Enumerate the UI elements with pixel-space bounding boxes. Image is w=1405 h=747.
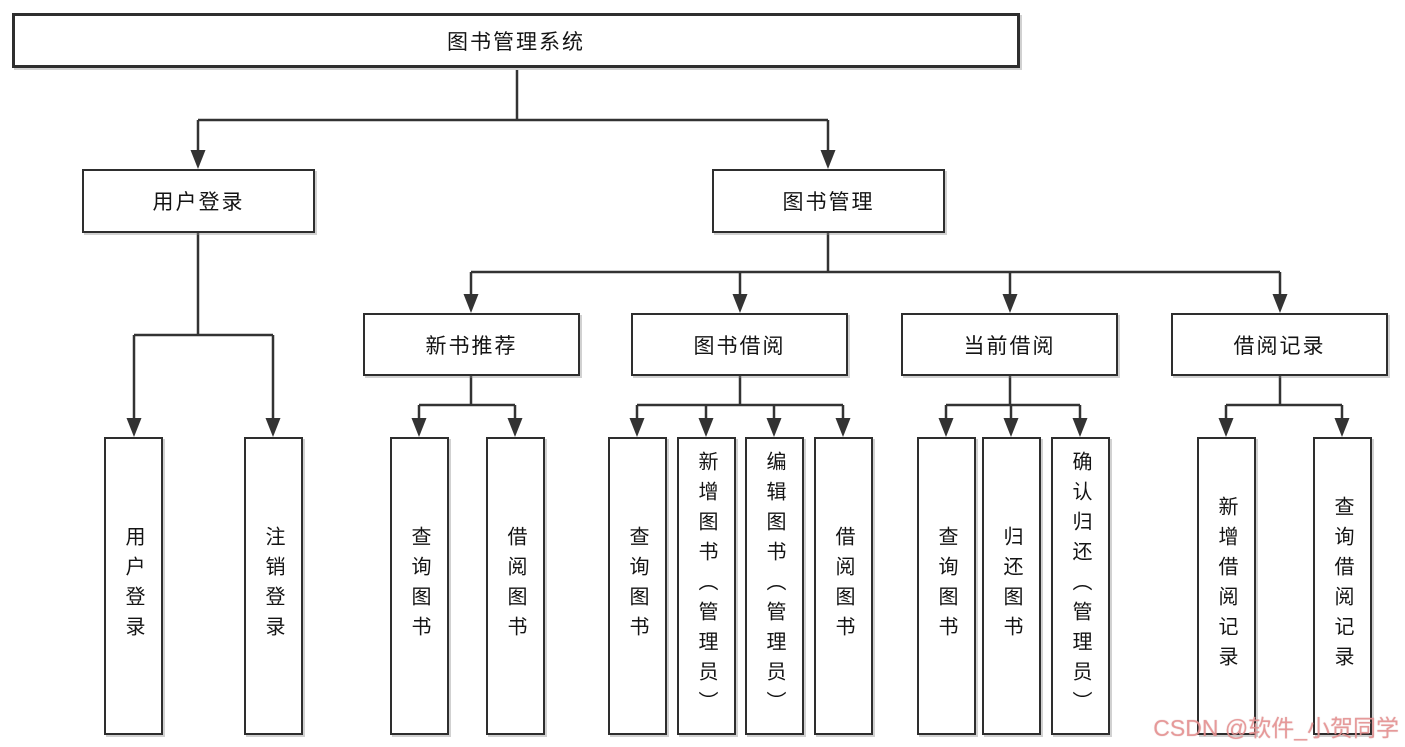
leaf-borrow-query-books: 查询图书 bbox=[608, 437, 667, 735]
node-book-borrow-label: 图书借阅 bbox=[693, 334, 786, 358]
leaf-current-return-books: 归还图书 bbox=[982, 437, 1041, 735]
leaf-recommend-query-books: 查询图书 bbox=[390, 437, 449, 735]
leaf-borrow-borrow-books-label: 借阅图书 bbox=[832, 526, 854, 646]
node-current-borrow-label: 当前借阅 bbox=[963, 334, 1056, 358]
leaf-current-query-books-label: 查询图书 bbox=[935, 526, 957, 646]
leaf-borrow-query-books-label: 查询图书 bbox=[626, 526, 648, 646]
leaf-recommend-borrow-books: 借阅图书 bbox=[486, 437, 545, 735]
arrowheads bbox=[126, 150, 1350, 437]
node-borrow-records: 借阅记录 bbox=[1171, 313, 1388, 376]
node-new-book-recommend-label: 新书推荐 bbox=[425, 334, 518, 358]
leaf-record-add-record-label: 新增借阅记录 bbox=[1215, 496, 1237, 676]
node-user-login: 用户登录 bbox=[82, 169, 315, 233]
leaf-logout-label: 注销登录 bbox=[262, 526, 284, 646]
leaf-user-login-label: 用户登录 bbox=[122, 526, 144, 646]
node-user-login-label: 用户登录 bbox=[152, 191, 245, 214]
node-root-label: 图书管理系统 bbox=[447, 30, 585, 54]
leaf-current-confirm-return-admin-label: 确认归还（管理员） bbox=[1069, 451, 1091, 721]
leaf-borrow-borrow-books: 借阅图书 bbox=[814, 437, 873, 735]
csdn-watermark: CSDN @软件_小贺同学 bbox=[1153, 715, 1399, 741]
node-book-borrow: 图书借阅 bbox=[631, 313, 848, 376]
leaf-current-confirm-return-admin: 确认归还（管理员） bbox=[1051, 437, 1110, 735]
leaf-user-login: 用户登录 bbox=[104, 437, 163, 735]
leaf-record-add-record: 新增借阅记录 bbox=[1197, 437, 1256, 735]
leaf-borrow-add-books-admin: 新增图书（管理员） bbox=[677, 437, 736, 735]
node-book-management: 图书管理 bbox=[712, 169, 945, 233]
leaf-current-query-books: 查询图书 bbox=[917, 437, 976, 735]
leaf-record-query-record-label: 查询借阅记录 bbox=[1331, 496, 1353, 676]
node-borrow-records-label: 借阅记录 bbox=[1233, 334, 1326, 358]
leaf-borrow-edit-books-admin: 编辑图书（管理员） bbox=[745, 437, 804, 735]
node-book-management-label: 图书管理 bbox=[782, 191, 875, 214]
leaf-borrow-add-books-admin-label: 新增图书（管理员） bbox=[695, 451, 717, 721]
leaf-recommend-query-books-label: 查询图书 bbox=[408, 526, 430, 646]
connector-paths bbox=[132, 70, 1344, 423]
leaf-logout: 注销登录 bbox=[244, 437, 303, 735]
leaf-record-query-record: 查询借阅记录 bbox=[1313, 437, 1372, 735]
node-root: 图书管理系统 bbox=[12, 13, 1020, 68]
leaf-current-return-books-label: 归还图书 bbox=[1000, 526, 1022, 646]
leaf-borrow-edit-books-admin-label: 编辑图书（管理员） bbox=[763, 451, 785, 721]
node-current-borrow: 当前借阅 bbox=[901, 313, 1118, 376]
node-new-book-recommend: 新书推荐 bbox=[363, 313, 580, 376]
leaf-recommend-borrow-books-label: 借阅图书 bbox=[504, 526, 526, 646]
